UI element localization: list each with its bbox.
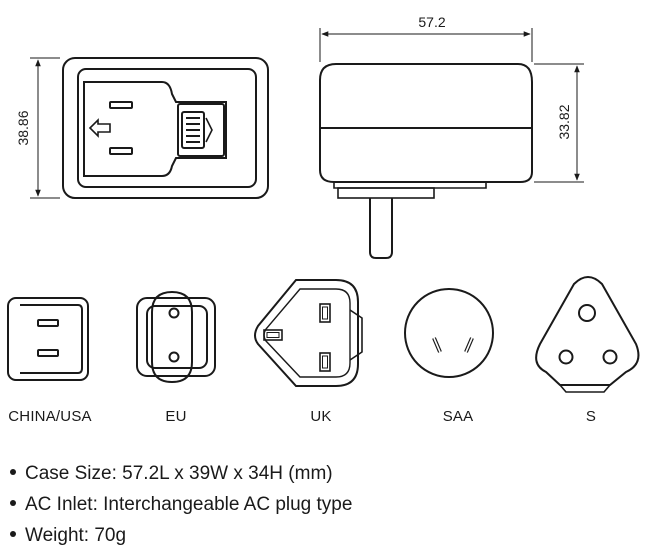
plug-label-saa: SAA [442, 408, 474, 425]
spec-list: Case Size: 57.2L x 39W x 34H (mm) AC Inl… [10, 458, 352, 551]
side-plug-collar [337, 187, 435, 199]
arrow-left-icon [88, 118, 111, 138]
front-case-outline [62, 57, 269, 199]
spec-item: Case Size: 57.2L x 39W x 34H (mm) [10, 458, 352, 489]
side-plug-pin [369, 198, 393, 259]
inlet-slot-bottom [109, 147, 133, 155]
side-height-label: 33.82 [556, 104, 572, 139]
front-height-label: 38.86 [15, 110, 31, 145]
saa-plug-icon [404, 288, 494, 378]
plug-label-china-usa: CHINA/USA [8, 408, 92, 425]
inlet-slot-top [109, 101, 133, 109]
china-usa-plug-icon [7, 297, 89, 381]
plug-label-eu: EU [165, 408, 187, 425]
side-height-dimension [534, 63, 584, 183]
front-view [62, 57, 269, 199]
ac-inlet-cavity [83, 81, 227, 177]
width-label: 57.2 [418, 14, 445, 30]
bullet-icon [10, 499, 16, 506]
front-height-dimension [30, 57, 60, 199]
plug-label-uk: UK [310, 408, 332, 425]
side-case-outline [319, 63, 533, 183]
uk-plug-icon [254, 279, 363, 387]
side-view [319, 63, 533, 259]
bullet-icon [10, 468, 16, 475]
plug-label-s: S [585, 408, 597, 425]
spec-item: AC Inlet: Interchangeable AC plug type [10, 489, 352, 520]
bullet-icon [10, 530, 16, 537]
width-dimension [319, 28, 533, 62]
s-plug-icon [535, 276, 640, 393]
inlet-slider-tab [177, 103, 225, 157]
eu-plug-icon [136, 290, 216, 384]
spec-item: Weight: 70g [10, 520, 352, 551]
front-case-inner [77, 68, 257, 188]
